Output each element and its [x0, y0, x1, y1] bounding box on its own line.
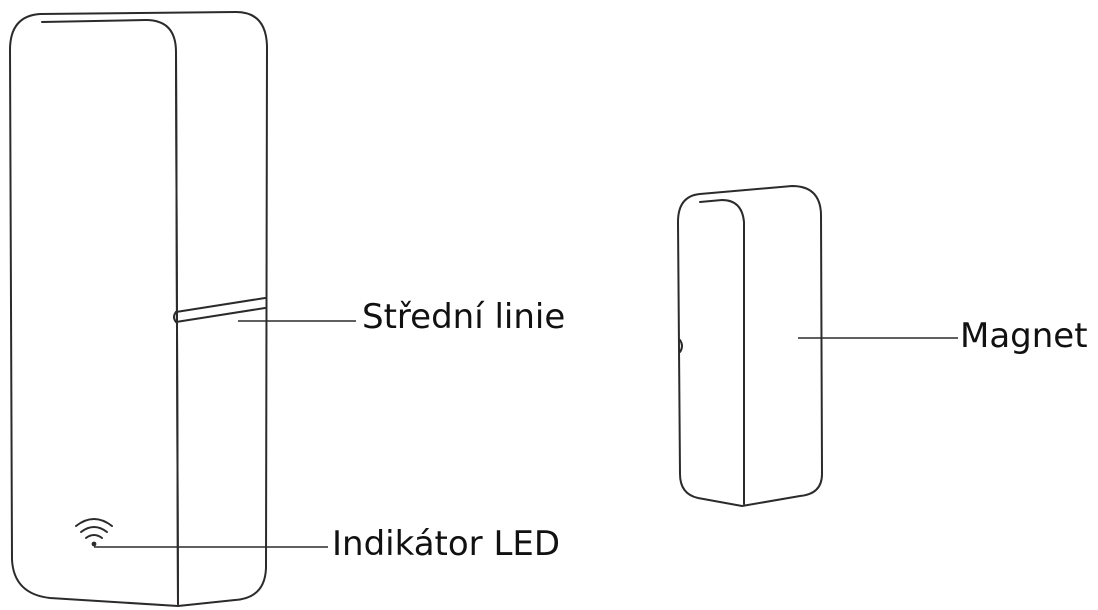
magnet-block: [677, 185, 823, 507]
sensor-groove-end: [173, 311, 177, 323]
magnet-front-face: [699, 199, 745, 505]
led-indicator-label: Indikátor LED: [332, 524, 561, 564]
door-sensor: [9, 11, 268, 607]
center-line-label: Střední linie: [362, 297, 566, 337]
wifi-icon: [75, 518, 113, 547]
magnet-label: Magnet: [960, 316, 1088, 356]
magnet-notch: [679, 339, 683, 353]
sensor-outer-outline: [9, 11, 268, 607]
sensor-side-edge: [175, 51, 179, 605]
sensor-middle-groove: [175, 297, 266, 323]
magnet-outer-outline: [677, 185, 823, 507]
sensor-front-face: [41, 19, 179, 605]
